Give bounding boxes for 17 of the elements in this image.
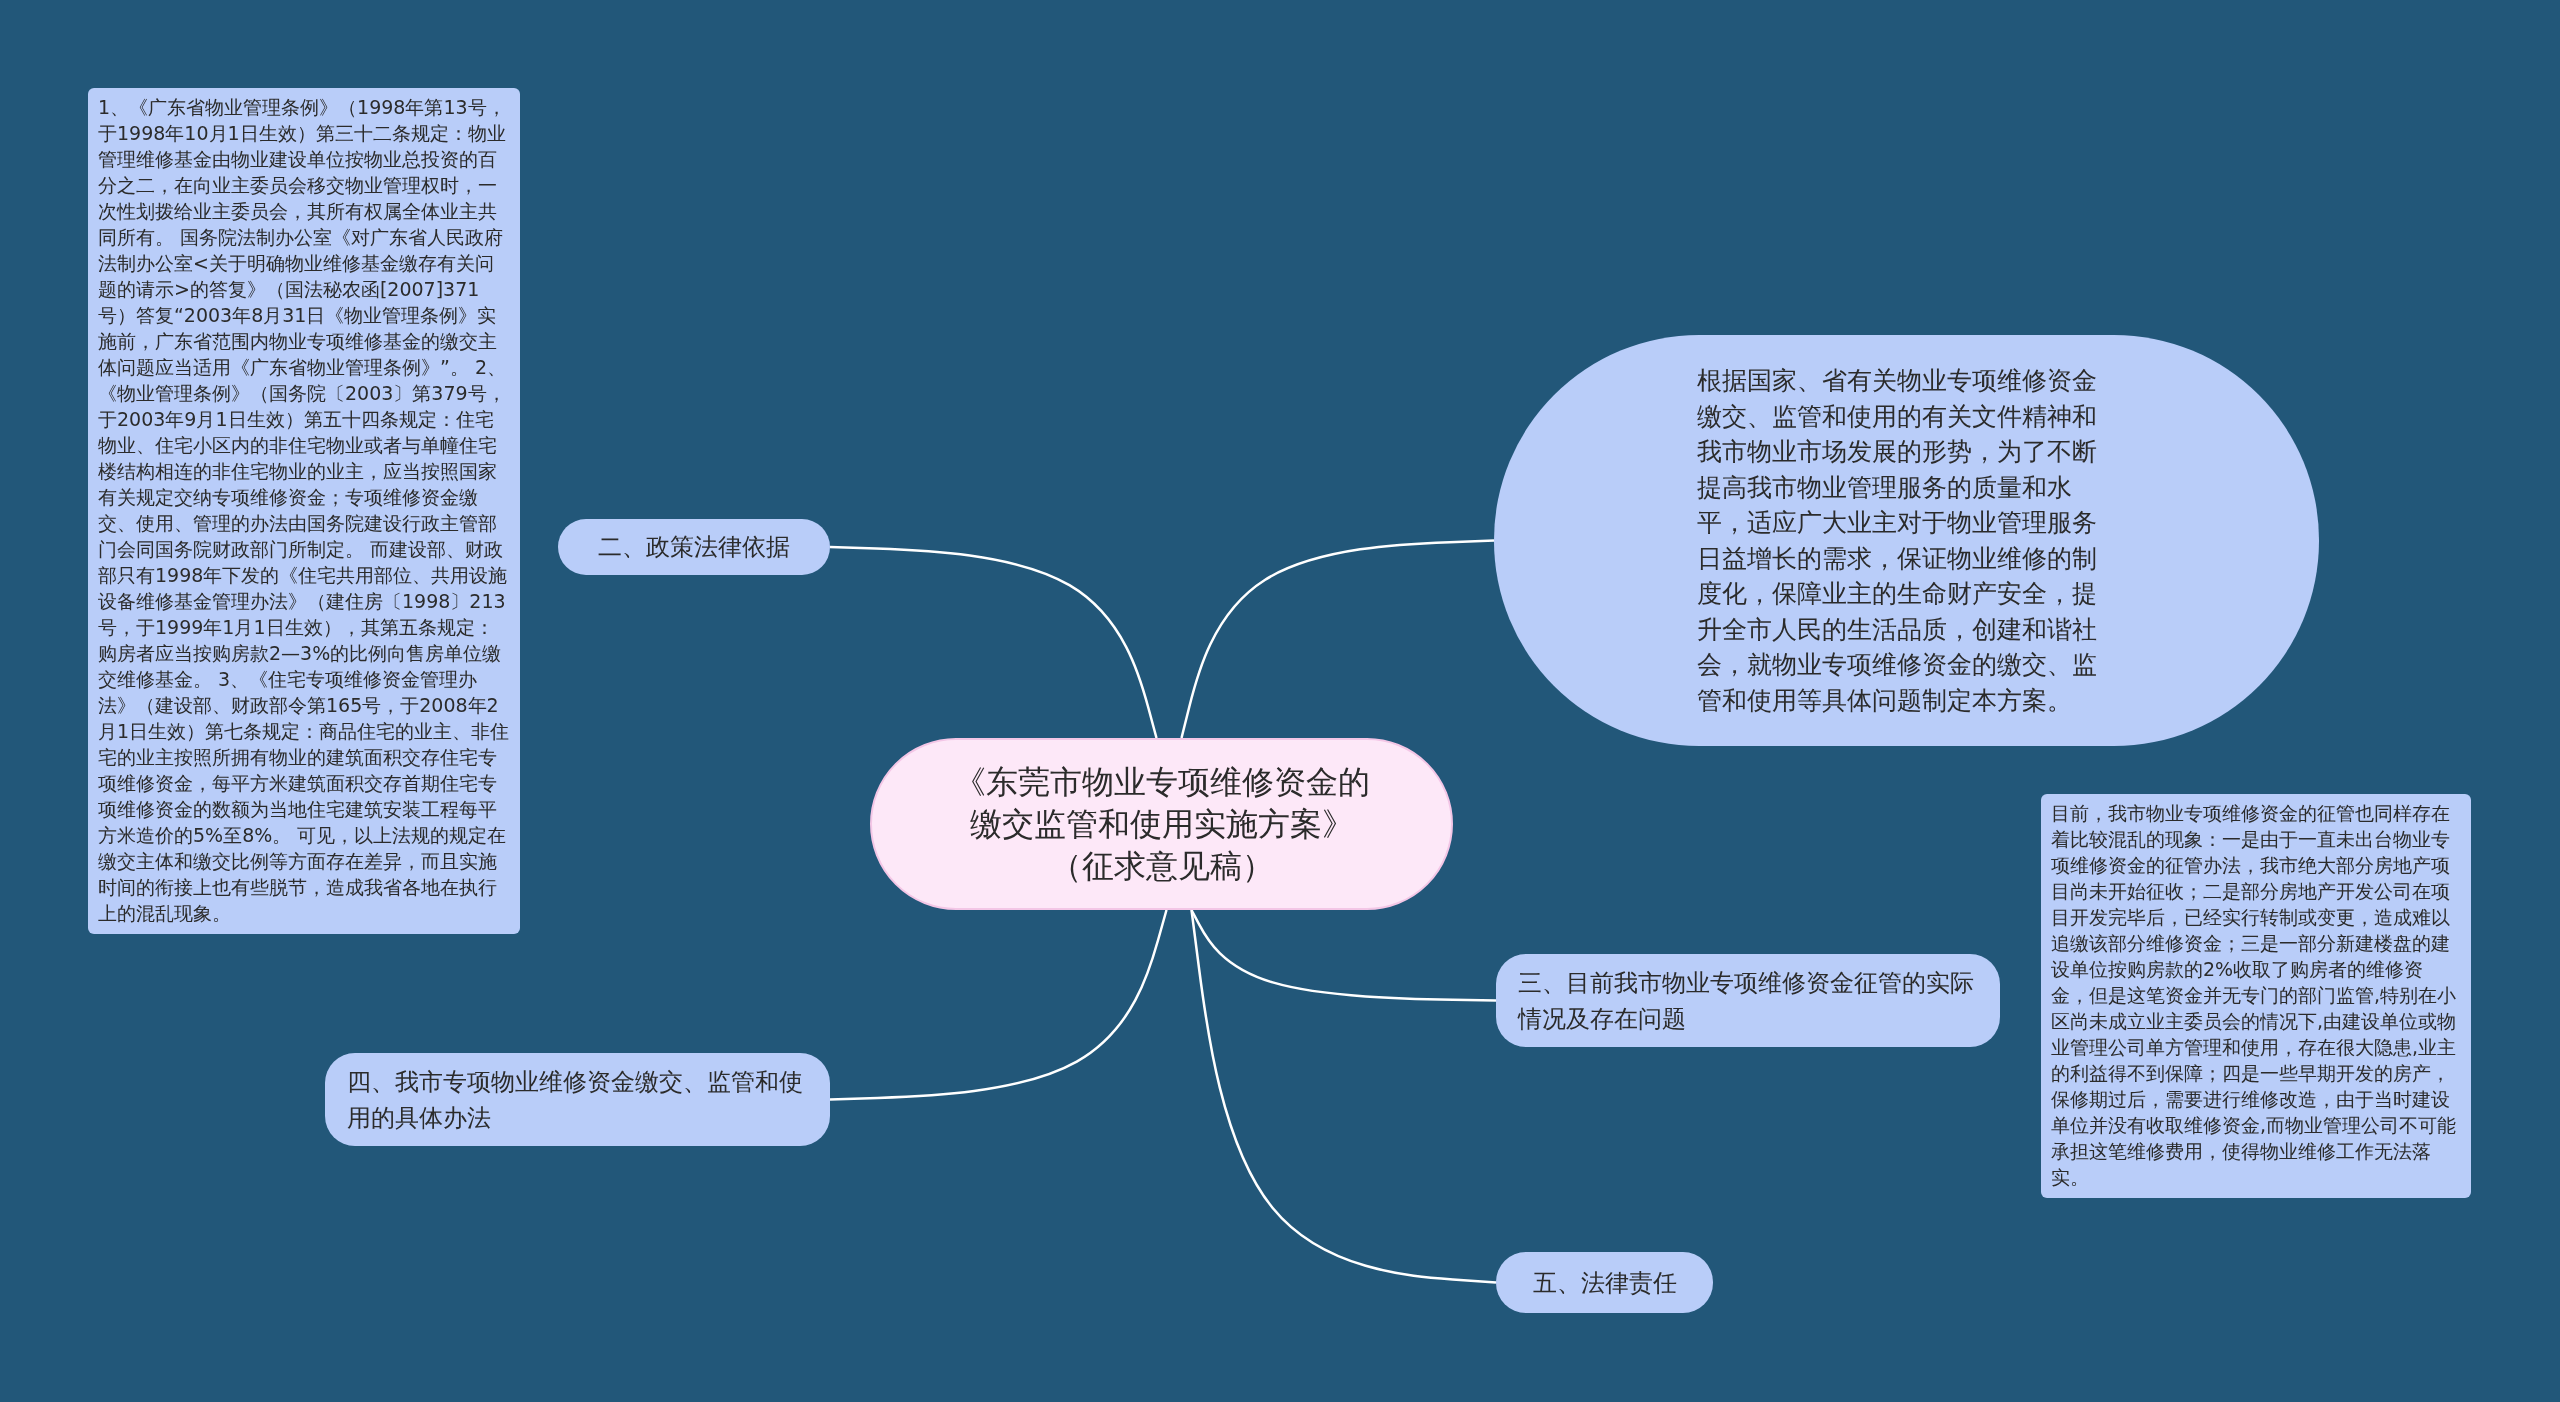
topic-text: 三、目前我市物业专项维修资金征管的实际情况及存在问题	[1518, 967, 1975, 1035]
note-text: 1、《广东省物业管理条例》（1998年第13号，于1998年10月1日生效）第三十二条规定：物业管理维修基金由物业建设单位按物业总投资的百分之二，在向业主委员会移交物业管理权时，一次性划拨给业主委员会，其所有权属全体业主共同所有。 国务院法制办公室《对广东省人民政府法制办公室<关于明确物业维修基金缴存有关问题的请示>的答复》（国法秘农函[2007]371号）答复“2003年8月31日《物业管理条例》实施前，广东省范围内物业专项维修基金的缴交主体问题应当适用《广东省物业管理条例》”。 2、《物业管理条例》（国务院〔2003〕第379号，于2003年9月1日生效）第五十四条规定：住宅物业、住宅小区内的非住宅物业或者与单幢住宅楼结构相连的非住宅物业的业主，应当按照国家有关规定交纳专项维修资金；专项维修资金缴交、使用、管理的办法由国务院建设行政主管部门会同国务院财政部门所制定。 而建设部、财政部只有1998年下发的《住宅共用部位、共用设施设备维修基金管理办法》（建住房〔1998〕213号，于1999年1月1日生效），其第五条规定：购房者应当按购房款2—3%的比例向售房单位缴交维修基金。 3、《住宅专项维修资金管理办法》（建设部、财政部令第165号，于2008年2月1日生效）第七条规定：商品住宅的业主、非住宅的业主按照所拥有物业的建筑面积交存住宅专项维修资金，每平方米建筑面积交存首期住宅专项维修资金的数额为当地住宅建筑安装工程每平方米造价的5%至8%。 可见，以上法规的规定在缴交主体和缴交比例等方面存在差异，而且实施时间的衔接上也有些脱节，造成我省各地在执行上的混乱现象。	[98, 95, 510, 926]
topic-bubble	[1496, 954, 2000, 1047]
topic-bubble	[558, 519, 830, 575]
note-text: 目前，我市物业专项维修资金的征管也同样存在着比较混乱的现象：一是由于一直未出台物业专项维修资金的征管办法，我市绝大部分房地产项目尚未开始征收；二是部分房地产开发公司在项目开发完毕后，已经实行转制或变更，造成难以追缴该部分维修资金；三是一部分新建楼盘的建设单位按购房款的2%收取了购房者的维修资金，但是这笔资金并无专门的部门监管,特别在小区尚未成立业主委员会的情况下,由建设单位或物业管理公司单方管理和使用，存在很大隐患,业主的利益得不到保障；四是一些早期开发的房产，保修期过后，需要进行维修改造，由于当时建设单位并没有收取维修资金,而物业管理公司不可能承担这笔维修费用，使得物业维修工作无法落实。	[2051, 801, 2458, 1190]
topic-bubble	[325, 1053, 830, 1146]
connector-line	[1190, 909, 1497, 1284]
connector-line	[829, 909, 1168, 1101]
topic-text: 根据国家、省有关物业专项维修资金缴交、监管和使用的有关文件精神和我市物业市场发展的形势，为了不断提高我市物业管理服务的质量和水平，适应广大业主对于物业管理服务日益增长的需求，保证物业维修的制度化，保障业主的生命财产安全，提升全市人民的生活品质，创建和谐社会，就物业专项维修资金的缴交、监管和使用等具体问题制定本方案。	[1696, 365, 2098, 717]
topic-text: 五、法律责任	[1532, 1267, 1677, 1299]
connector-line	[1180, 539, 1495, 739]
connector-line	[1190, 909, 1497, 1002]
topic-text: 《东莞市物业专项维修资金的缴交监管和使用实施方案》（征求意见稿）	[952, 762, 1371, 887]
topic-text: 二、政策法律依据	[598, 532, 790, 563]
topic-text: 四、我市专项物业维修资金缴交、监管和使用的具体办法	[347, 1066, 804, 1134]
connector-line	[829, 545, 1158, 739]
topic-bubble	[1496, 1252, 1713, 1313]
